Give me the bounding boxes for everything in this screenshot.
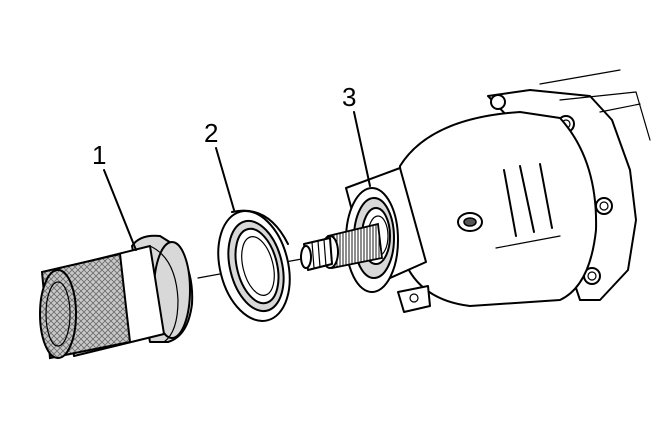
part-3-housing-output-shaft <box>300 69 651 313</box>
leader-line-2 <box>215 147 235 211</box>
callout-2: 2 <box>204 118 218 148</box>
part-1-installer-tool <box>39 234 194 360</box>
leader-line-1 <box>103 169 137 251</box>
callout-3: 3 <box>342 82 356 112</box>
part-2-seal <box>217 209 291 322</box>
leader-line-3 <box>353 111 371 187</box>
callout-1: 1 <box>92 140 106 170</box>
